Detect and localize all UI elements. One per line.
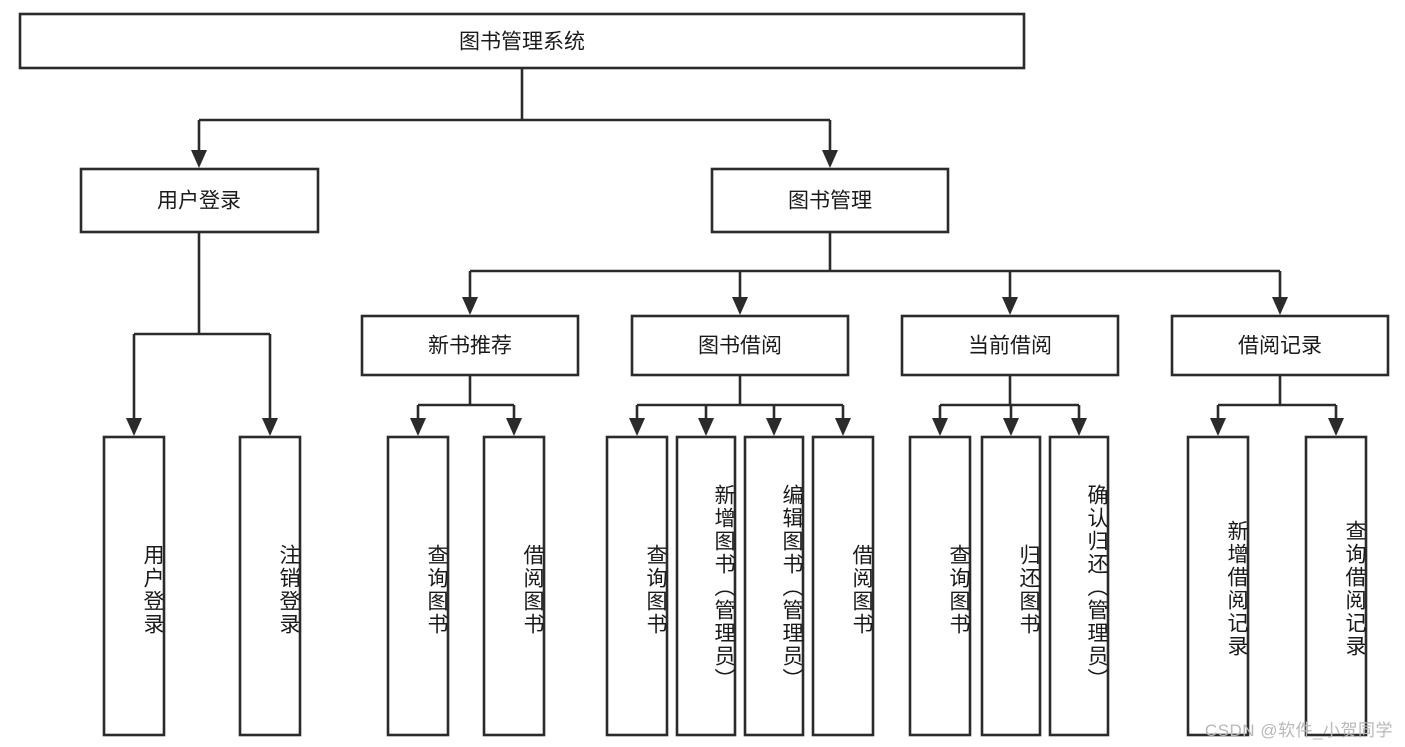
arrowhead-current-leaf-2: [1003, 418, 1019, 436]
csdn-watermark: CSDN @软件_小贺同学: [1204, 721, 1393, 740]
node-book-management[interactable]: 图书管理: [710, 167, 950, 234]
arrowhead-userlogin-leaf-1: [126, 418, 142, 436]
leaf-box-query-borrow-record[interactable]: [1304, 435, 1368, 737]
node-root-box[interactable]: [18, 12, 1026, 70]
node-borrow-records[interactable]: 借阅记录: [1170, 314, 1390, 377]
node-current-borrow[interactable]: 当前借阅: [900, 314, 1120, 377]
arrowhead-bookmgmt-cat-2: [732, 297, 748, 315]
arrowhead-records-leaf-2: [1328, 418, 1344, 436]
leaf-box-logout[interactable]: [238, 435, 302, 737]
leaf-box-query-book-new[interactable]: [386, 435, 450, 737]
leaf-box-add-borrow-record[interactable]: [1186, 435, 1250, 737]
node-borrow-records-box[interactable]: [1170, 314, 1390, 377]
arrowhead-bookmgmt-cat-1: [462, 297, 478, 315]
leaf-box-edit-book-admin[interactable]: [743, 435, 805, 737]
node-new-book-recommend-label: 新书推荐: [428, 335, 512, 358]
arrowhead-bookmgmt-cat-3: [1002, 297, 1018, 315]
arrowhead-borrow-leaf-1: [629, 418, 645, 436]
node-new-book-recommend[interactable]: 新书推荐: [360, 314, 580, 377]
arrowhead-root-to-bookmgmt: [822, 150, 838, 168]
arrowhead-userlogin-leaf-2: [262, 418, 278, 436]
leaf-box-return-book[interactable]: [980, 435, 1042, 737]
arrowhead-borrow-leaf-4: [835, 418, 851, 436]
leaf-box-add-book-admin[interactable]: [675, 435, 737, 737]
node-book-borrow-label: 图书借阅: [698, 335, 782, 358]
node-new-book-recommend-box[interactable]: [360, 314, 580, 377]
node-book-borrow[interactable]: 图书借阅: [630, 314, 850, 377]
node-book-management-box[interactable]: [710, 167, 950, 234]
node-current-borrow-box[interactable]: [900, 314, 1120, 377]
connector-group-records: [1210, 375, 1344, 436]
leaf-box-borrow-book-new[interactable]: [482, 435, 546, 737]
node-current-borrow-label: 当前借阅: [968, 335, 1052, 358]
node-borrow-records-label: 借阅记录: [1238, 335, 1322, 358]
node-book-borrow-box[interactable]: [630, 314, 850, 377]
connector-group-newbook: [410, 375, 522, 436]
leaf-box-query-book-current[interactable]: [908, 435, 972, 737]
node-root-label: 图书管理系统: [459, 31, 585, 54]
arrowhead-newbook-leaf-2: [506, 418, 522, 436]
arrowhead-borrow-leaf-2: [698, 418, 714, 436]
arrowhead-borrow-leaf-3: [766, 418, 782, 436]
node-book-management-label: 图书管理: [788, 190, 872, 213]
arrowhead-current-leaf-1: [932, 418, 948, 436]
node-root[interactable]: 图书管理系统: [18, 12, 1026, 70]
leaf-box-borrow-book[interactable]: [811, 435, 875, 737]
arrowhead-current-leaf-3: [1071, 418, 1087, 436]
arrowhead-bookmgmt-cat-4: [1272, 297, 1288, 315]
connector-group-root: [191, 68, 838, 168]
arrowhead-root-to-userlogin: [191, 150, 207, 168]
arrowhead-records-leaf-1: [1210, 418, 1226, 436]
leaf-box-confirm-return-admin[interactable]: [1048, 435, 1110, 737]
node-user-login[interactable]: 用户登录: [79, 167, 320, 234]
node-user-login-label: 用户登录: [157, 190, 241, 213]
leaf-box-query-book-borrow[interactable]: [605, 435, 669, 737]
connector-group-bookmgmt: [462, 232, 1288, 315]
connector-group-borrow: [629, 375, 851, 436]
connector-group-userlogin: [126, 232, 278, 436]
node-user-login-box[interactable]: [79, 167, 320, 234]
connector-group-current: [932, 375, 1087, 436]
arrowhead-newbook-leaf-1: [410, 418, 426, 436]
leaf-box-user-login[interactable]: [102, 435, 166, 737]
